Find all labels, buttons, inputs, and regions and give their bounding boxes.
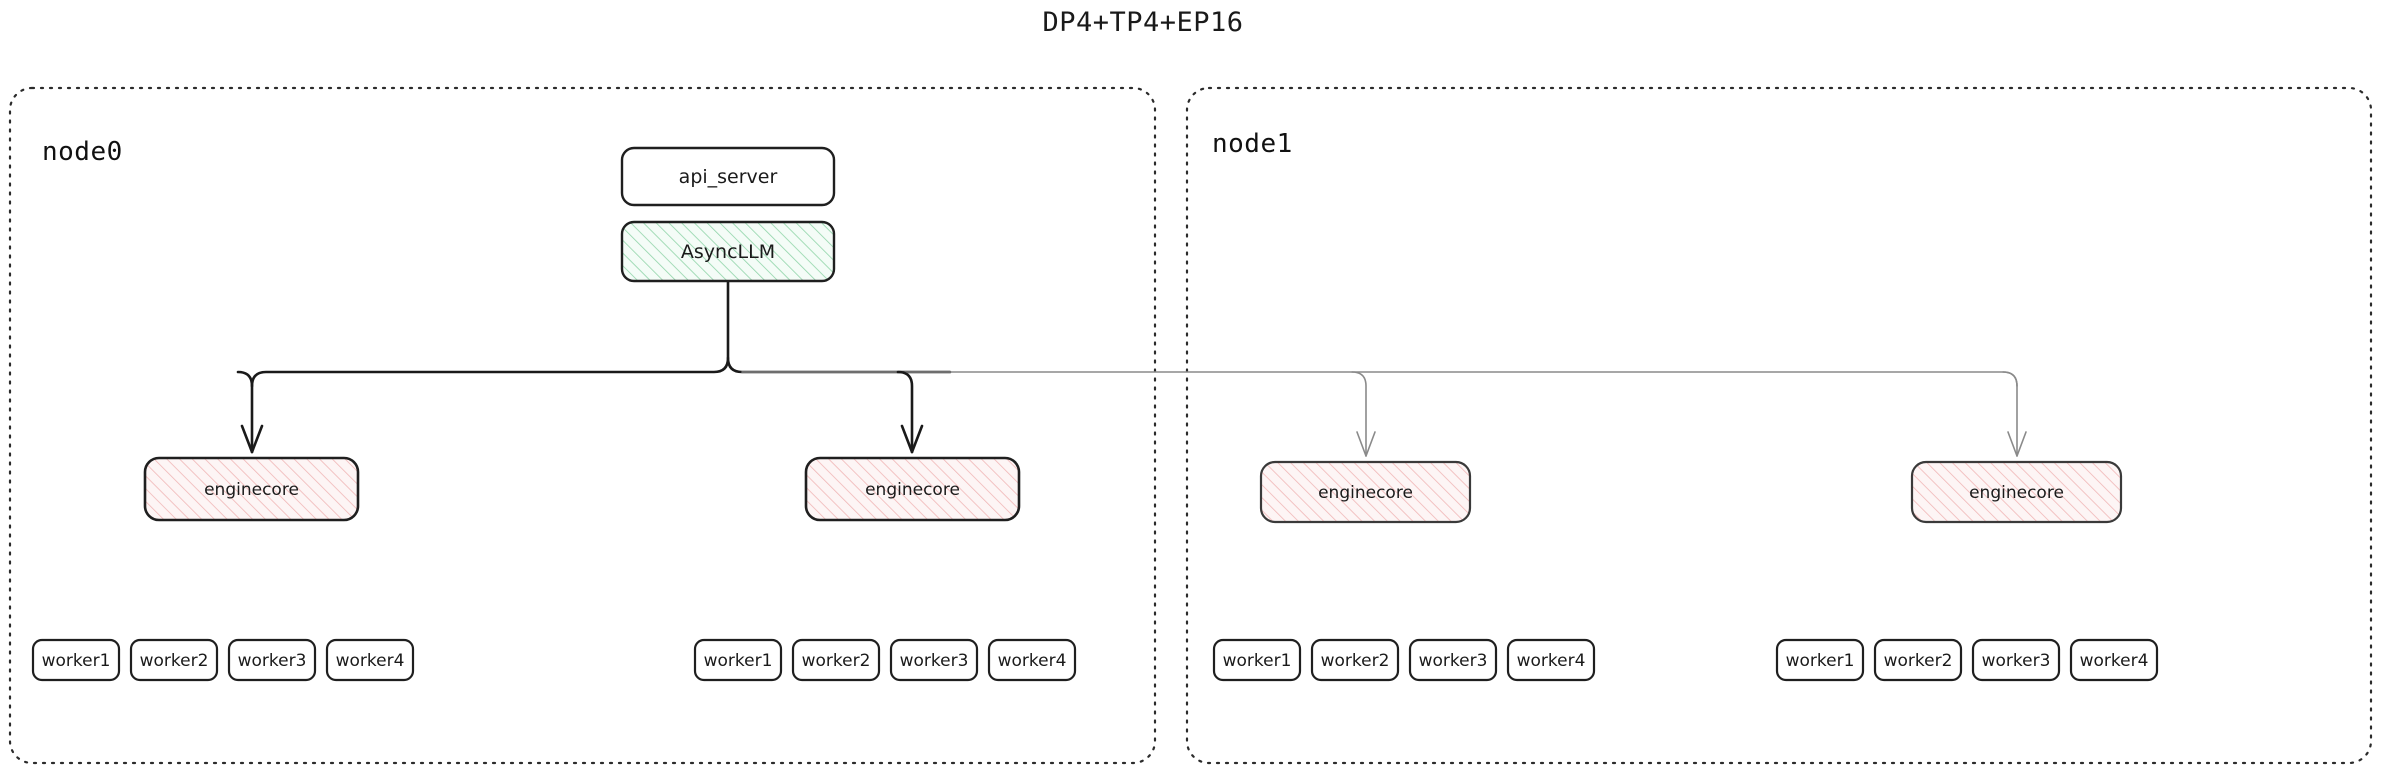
node1-workers-1-4-shape: [2069, 638, 2159, 682]
node0-workers-0-1-label: worker1: [42, 651, 111, 671]
node1-workers-1-1-label: worker1: [1786, 651, 1855, 671]
edge-branch-1: [896, 370, 914, 454]
node1-workers-1-2-shape: [1873, 638, 1963, 682]
node1-workers-1-3[interactable]: worker3: [1971, 638, 2061, 682]
node1-workers-1-3-shape: [1971, 638, 2061, 682]
node0-workers-0-3[interactable]: worker3: [227, 638, 317, 682]
node0-workers-0-1-shape: [31, 638, 121, 682]
node0-enginecore-1-shape: [804, 456, 1021, 522]
node0-workers-0-2[interactable]: worker2: [129, 638, 219, 682]
node0-enginecore-1[interactable]: enginecore: [804, 456, 1021, 522]
node1-workers-0-3[interactable]: worker3: [1408, 638, 1498, 682]
node0-workers-1-4[interactable]: worker4: [987, 638, 1077, 682]
node0-workers-0-3-label: worker3: [238, 651, 307, 671]
node0-workers-1-1[interactable]: worker1: [693, 638, 783, 682]
node1-workers-1-4-label: worker4: [2080, 651, 2149, 671]
connector-edges: [236, 279, 2027, 457]
node0-workers-1-1-label: worker1: [704, 651, 773, 671]
node1-enginecore-1-shape: [1910, 460, 2123, 524]
node1-enginecore-0[interactable]: enginecore: [1259, 460, 1472, 524]
node1-workers-1-1-shape: [1775, 638, 1865, 682]
node-label-node0: node0: [42, 137, 123, 167]
node0-workers-1-3[interactable]: worker3: [889, 638, 979, 682]
node0-workers-0-2-shape: [129, 638, 219, 682]
node1-enginecore-1-label: enginecore: [1969, 483, 2064, 503]
node1-enginecore-1[interactable]: enginecore: [1910, 460, 2123, 524]
node1-workers-0-4-shape: [1506, 638, 1596, 682]
node1-enginecore-0-shape: [1259, 460, 1472, 524]
arrowhead-0: [240, 424, 264, 454]
edge-branch-2: [1351, 371, 1367, 457]
node1-enginecore-0-label: enginecore: [1318, 483, 1413, 503]
api_server-label: api_server: [679, 166, 778, 188]
node0-workers-0-4-label: worker4: [336, 651, 405, 671]
node0-workers-1-2[interactable]: worker2: [791, 638, 881, 682]
node1-workers-0-4-label: worker4: [1517, 651, 1586, 671]
node0-enginecore-0-shape: [143, 456, 360, 522]
node0-workers-0-1[interactable]: worker1: [31, 638, 121, 682]
node0-workers-0-4[interactable]: worker4: [325, 638, 415, 682]
node0-workers-1-1-shape: [693, 638, 783, 682]
node1-workers-0-1-shape: [1212, 638, 1302, 682]
node0-workers-1-4-shape: [987, 638, 1077, 682]
node-label-node1: node1: [1212, 129, 1293, 159]
node1-workers-0-2-label: worker2: [1321, 651, 1390, 671]
node1-workers-1-2[interactable]: worker2: [1873, 638, 1963, 682]
node1-workers-1-1[interactable]: worker1: [1775, 638, 1865, 682]
node1-workers-1-3-label: worker3: [1982, 651, 2051, 671]
node1-workers-0-3-label: worker3: [1419, 651, 1488, 671]
api_server[interactable]: api_server: [620, 146, 836, 207]
node0-workers-1-3-label: worker3: [900, 651, 969, 671]
node1-workers-1-2-label: worker2: [1884, 651, 1953, 671]
node-container-node1: [1185, 86, 2373, 765]
edge-branch-3: [2002, 371, 2018, 457]
node0-workers-1-4-label: worker4: [998, 651, 1067, 671]
edge-branch-0: [236, 370, 254, 454]
async_llm-label: AsyncLLM: [681, 241, 775, 263]
node-containers: node0 node1: [8, 86, 2373, 765]
node0-workers-0-4-shape: [325, 638, 415, 682]
node1-workers-0-2[interactable]: worker2: [1310, 638, 1400, 682]
node0-workers-0-2-label: worker2: [140, 651, 209, 671]
node0-workers-1-2-shape: [791, 638, 881, 682]
arrowhead-3: [2007, 431, 2027, 457]
node1-workers-0-3-shape: [1408, 638, 1498, 682]
node1-workers-0-1[interactable]: worker1: [1212, 638, 1302, 682]
node1-workers-0-1-label: worker1: [1223, 651, 1292, 671]
node1-workers-0-2-shape: [1310, 638, 1400, 682]
async_llm-shape: [620, 220, 836, 283]
node0-enginecore-0[interactable]: enginecore: [143, 456, 360, 522]
arrowhead-1: [900, 424, 924, 454]
node0-workers-1-2-label: worker2: [802, 651, 871, 671]
node0-workers-1-3-shape: [889, 638, 979, 682]
arrowhead-2: [1356, 431, 1376, 457]
node0-enginecore-1-label: enginecore: [865, 480, 960, 500]
page-title: DP4+TP4+EP16: [1042, 7, 1243, 38]
node1-workers-0-4[interactable]: worker4: [1506, 638, 1596, 682]
node0-workers-0-3-shape: [227, 638, 317, 682]
edge-bus-light: [741, 371, 2018, 387]
api_server-shape: [620, 146, 836, 207]
node1-workers-1-4[interactable]: worker4: [2069, 638, 2159, 682]
async_llm[interactable]: AsyncLLM: [620, 220, 836, 283]
node-container-node0: [8, 86, 1157, 765]
node0-enginecore-0-label: enginecore: [204, 480, 299, 500]
